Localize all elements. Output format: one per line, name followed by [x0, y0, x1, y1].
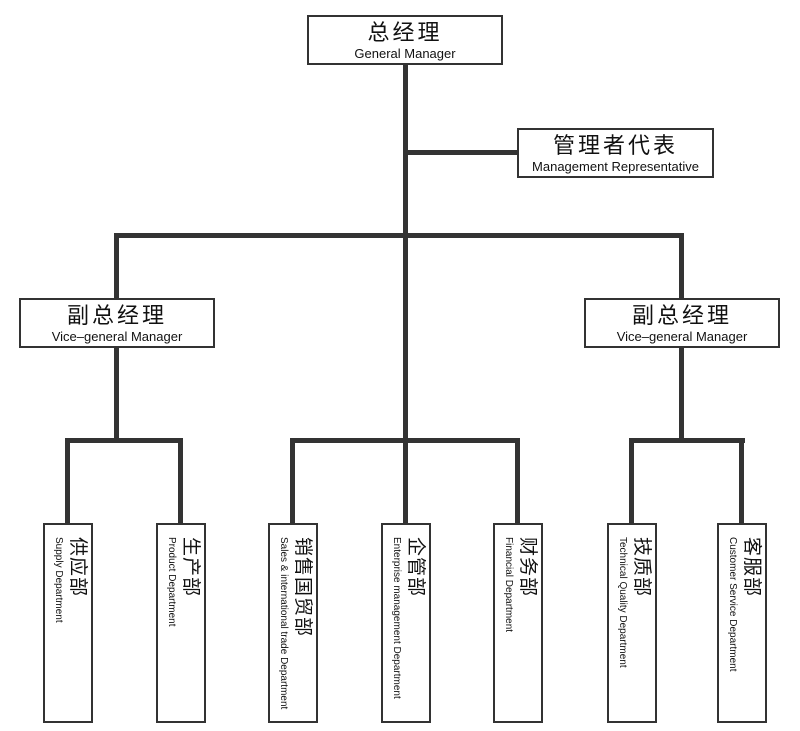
customer-service-department-label-zh: 客服部	[741, 537, 762, 598]
connector-right-vice-sub-vertical	[679, 348, 684, 443]
connector-financial-drop	[515, 438, 520, 523]
sales-international-trade-department-label-zh: 销售国贸部	[292, 537, 313, 638]
node-product-department: 生产部 Product Department	[156, 523, 206, 723]
node-sales-international-trade-department: 销售国贸部 Sales & international trade Depart…	[268, 523, 318, 723]
customer-service-department-content: 客服部 Customer Service Department	[719, 525, 765, 721]
product-department-content: 生产部 Product Department	[158, 525, 204, 721]
connector-left-vice-drop	[114, 233, 119, 298]
enterprise-management-department-content: 企管部 Enterprise management Department	[383, 525, 429, 721]
technical-quality-department-label-zh: 技质部	[631, 537, 652, 598]
financial-department-content: 财务部 Financial Department	[495, 525, 541, 721]
enterprise-management-department-label-en: Enterprise management Department	[391, 537, 402, 699]
connector-product-drop	[178, 438, 183, 523]
connector-tech-quality-drop	[629, 438, 634, 523]
sales-international-trade-department-content: 销售国贸部 Sales & international trade Depart…	[270, 525, 316, 721]
connector-left-group-bar	[65, 438, 183, 443]
supply-department-content: 供应部 Supply Department	[45, 525, 91, 721]
product-department-label-zh: 生产部	[180, 537, 201, 598]
financial-department-label-en: Financial Department	[503, 537, 514, 633]
node-enterprise-management-department: 企管部 Enterprise management Department	[381, 523, 431, 723]
connector-management-representative	[405, 150, 519, 155]
connector-center-group-bar	[290, 438, 520, 443]
management-representative-label-zh: 管理者代表	[552, 133, 678, 158]
connector-sales-drop	[290, 438, 295, 523]
customer-service-department-label-en: Customer Service Department	[727, 537, 738, 672]
financial-department-label-zh: 财务部	[517, 537, 538, 598]
node-vice-general-manager-right: 副总经理 Vice–general Manager	[584, 298, 780, 348]
vice-general-manager-left-label-zh: 副总经理	[66, 303, 167, 328]
general-manager-label-zh: 总经理	[367, 20, 443, 45]
technical-quality-department-label-en: Technical Quality Department	[617, 537, 628, 668]
node-vice-general-manager-left: 副总经理 Vice–general Manager	[19, 298, 215, 348]
general-manager-label-en: General Manager	[354, 46, 456, 61]
supply-department-label-zh: 供应部	[67, 537, 88, 598]
connector-trunk-vertical	[403, 65, 408, 523]
node-customer-service-department: 客服部 Customer Service Department	[717, 523, 767, 723]
node-supply-department: 供应部 Supply Department	[43, 523, 93, 723]
connector-main-horizontal-bar	[114, 233, 684, 238]
connector-left-vice-sub-vertical	[114, 348, 119, 443]
connector-right-vice-drop	[679, 233, 684, 298]
technical-quality-department-content: 技质部 Technical Quality Department	[609, 525, 655, 721]
vice-general-manager-left-label-en: Vice–general Manager	[51, 329, 183, 344]
node-technical-quality-department: 技质部 Technical Quality Department	[607, 523, 657, 723]
sales-international-trade-department-label-en: Sales & international trade Department	[278, 537, 289, 710]
node-management-representative: 管理者代表 Management Representative	[517, 128, 714, 178]
product-department-label-en: Product Department	[166, 537, 177, 627]
connector-right-group-bar	[629, 438, 745, 443]
connector-customer-service-drop	[739, 438, 744, 523]
enterprise-management-department-label-zh: 企管部	[405, 537, 426, 598]
management-representative-label-en: Management Representative	[532, 159, 699, 174]
supply-department-label-en: Supply Department	[53, 537, 64, 623]
vice-general-manager-right-label-zh: 副总经理	[631, 303, 732, 328]
node-financial-department: 财务部 Financial Department	[493, 523, 543, 723]
vice-general-manager-right-label-en: Vice–general Manager	[616, 329, 748, 344]
node-general-manager: 总经理 General Manager	[307, 15, 503, 65]
connector-supply-drop	[65, 438, 70, 523]
